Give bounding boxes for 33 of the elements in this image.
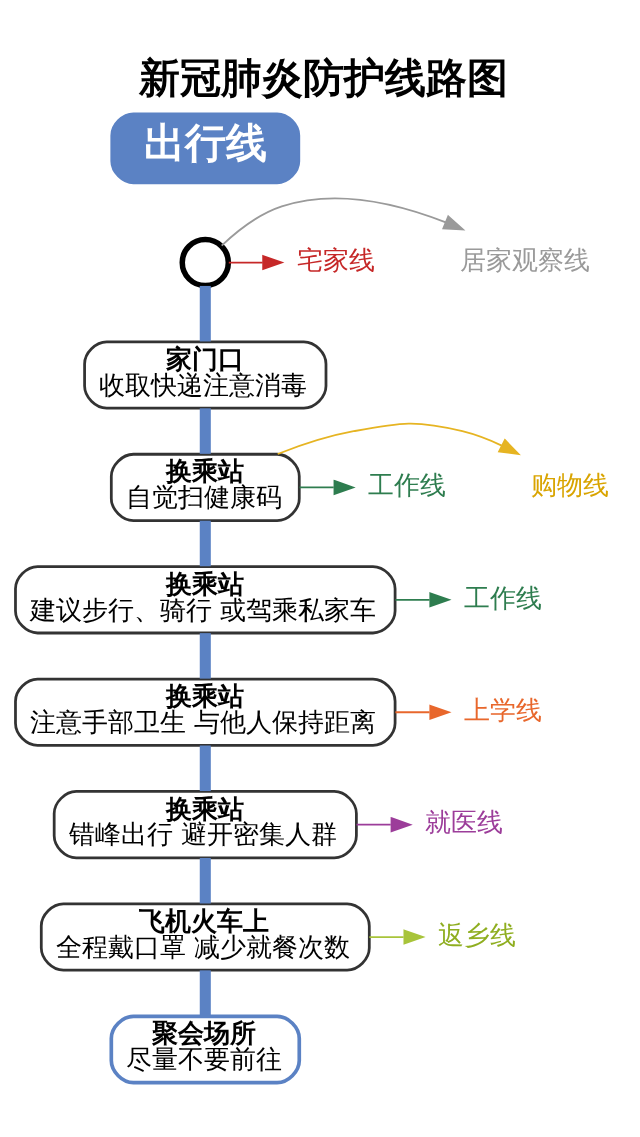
arrow bbox=[368, 929, 426, 945]
node-circle bbox=[179, 236, 232, 289]
arrow bbox=[276, 422, 521, 456]
arrow bbox=[220, 197, 466, 247]
connector bbox=[199, 285, 211, 342]
node-box: 换乘站 自觉扫健康码 bbox=[109, 452, 301, 522]
node-text: 就医线 bbox=[425, 807, 504, 838]
connector bbox=[199, 520, 211, 567]
connector bbox=[199, 970, 211, 1016]
node-text: 工作线 bbox=[368, 470, 447, 501]
node-text: 工作线 bbox=[464, 582, 543, 613]
node-box: 飞机火车上 全程戴口罩 减少就餐次数 bbox=[39, 902, 371, 972]
node-box: 家门口 收取快递注意消毒 bbox=[83, 340, 328, 410]
arrow bbox=[298, 479, 356, 496]
connector bbox=[199, 408, 211, 454]
arrow bbox=[355, 816, 413, 833]
diagram-title: 新冠肺炎防护线路图 bbox=[139, 54, 509, 103]
arrow bbox=[394, 704, 452, 720]
node-text: 宅家线 bbox=[296, 245, 375, 276]
node-box: 换乘站 建议步行、骑行 或驾乘私家车 bbox=[14, 565, 397, 635]
node-text: 购物线 bbox=[530, 470, 609, 501]
node-box: 换乘站 错峰出行 避开密集人群 bbox=[52, 790, 358, 860]
node-text: 上学线 bbox=[464, 695, 543, 726]
node-box: 换乘站 注意手部卫生 与他人保持距离 bbox=[14, 677, 397, 747]
node-text: 返乡线 bbox=[438, 919, 517, 950]
connector bbox=[199, 857, 211, 904]
connector bbox=[199, 633, 211, 679]
node-box: 出行线 bbox=[110, 112, 301, 185]
arrow bbox=[227, 254, 285, 271]
connector bbox=[199, 745, 211, 792]
node-box: 聚会场所 尽量不要前往 bbox=[109, 1014, 302, 1085]
arrow bbox=[394, 592, 452, 608]
node-text: 居家观察线 bbox=[459, 245, 590, 276]
